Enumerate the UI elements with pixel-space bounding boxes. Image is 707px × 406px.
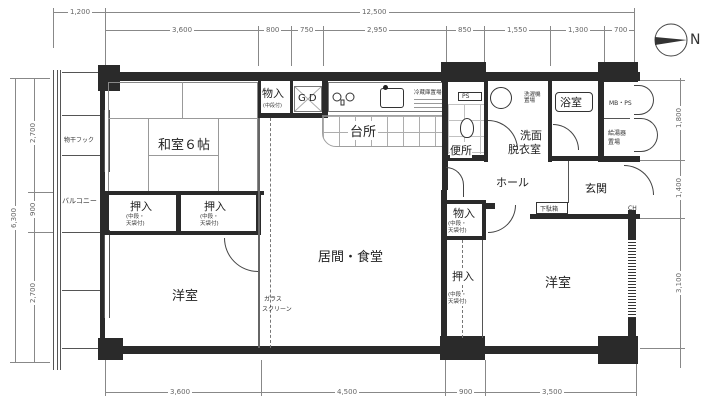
entrance-label: 玄関 xyxy=(585,182,607,195)
washroom-door[interactable] xyxy=(488,120,518,150)
shoe-box xyxy=(536,202,568,214)
dim-left-overall: 6,300 xyxy=(10,205,18,230)
shoe-box-label: 下駄箱 xyxy=(540,206,559,213)
western-left-label: 洋室 xyxy=(172,289,199,304)
stove-icon xyxy=(332,92,355,106)
dim-left-0: 2,700 xyxy=(29,120,37,145)
oshiire-left-note1: (中段・ xyxy=(126,214,145,220)
compass-icon xyxy=(654,23,688,57)
dim-left-1: 900 xyxy=(29,200,37,218)
balcony-label: バルコニー xyxy=(62,197,97,205)
dim-right-2: 3,100 xyxy=(675,270,683,295)
storage-top-label: 物入 xyxy=(262,87,284,100)
glass-screen-label-1: ガラス xyxy=(264,296,282,303)
garbage-disposal: G D xyxy=(294,86,322,112)
dim-bottom-0: 3,600 xyxy=(168,388,193,396)
dim-top-4: 850 xyxy=(456,26,474,34)
washer-label: 洗濯機置場 xyxy=(524,92,541,104)
ps-box xyxy=(458,92,482,101)
dim-1200: 1,200 xyxy=(68,8,93,16)
north-compass: N xyxy=(652,20,700,60)
oshiire-right-note2: 天袋付) xyxy=(448,299,467,306)
storage-hall-label: 物入 xyxy=(453,207,475,220)
dim-top-2: 750 xyxy=(298,26,316,34)
mbps-door[interactable] xyxy=(634,85,654,115)
oshiire-left-label: 押入 xyxy=(130,200,152,213)
dim-bottom-1: 4,500 xyxy=(335,388,360,396)
dim-12500: 12,500 xyxy=(360,8,389,16)
faucet-icon xyxy=(383,85,388,90)
western-right-door[interactable] xyxy=(488,205,516,233)
dim-bottom-2: 900 xyxy=(457,388,475,396)
bathtub xyxy=(555,92,593,112)
toilet-label: 便所 xyxy=(450,142,472,158)
laundry-hook-label: 物干フック xyxy=(64,137,95,144)
washitsu-label: 和室６帖 xyxy=(158,138,211,153)
dim-left-2: 2,700 xyxy=(29,280,37,305)
dim-right-1: 1,400 xyxy=(675,175,683,200)
dim-bottom-3: 3,500 xyxy=(540,388,565,396)
living-label: 居間・食堂 xyxy=(318,250,384,265)
heater-door[interactable] xyxy=(634,118,658,152)
storage-hall-note1: (中段・ xyxy=(448,221,467,227)
sink xyxy=(380,88,404,108)
oshiire-mid-note2: 天袋付) xyxy=(200,221,219,227)
dim-top-6: 1,300 xyxy=(566,26,591,34)
fridge-label: 冷蔵庫置場 xyxy=(414,90,442,96)
dim-top-5: 1,550 xyxy=(505,26,530,34)
dim-top-3: 2,950 xyxy=(365,26,390,34)
kitchen-label: 台所 xyxy=(348,121,379,140)
oshiire-mid-label: 押入 xyxy=(204,200,226,213)
north-label: N xyxy=(690,32,701,48)
dim-top-1: 800 xyxy=(264,26,282,34)
dim-top-7: 700 xyxy=(612,26,630,34)
water-heater-label: 給湯器置場 xyxy=(608,130,627,146)
oshiire-right-label: 押入 xyxy=(452,268,474,284)
toilet-door[interactable] xyxy=(446,167,464,197)
glass-screen-label-2: スクリーン xyxy=(262,306,292,313)
hall-label: ホール xyxy=(496,176,529,189)
storage-hall-note2: 天袋付) xyxy=(448,228,467,234)
storage-top-note: (中段付) xyxy=(263,103,282,109)
western-left-door[interactable] xyxy=(224,238,258,272)
entrance-door[interactable] xyxy=(624,165,654,195)
ch-label: CH xyxy=(628,205,637,212)
ps-label: PS xyxy=(462,93,470,100)
bath-label: 浴室 xyxy=(560,96,582,109)
bath-door[interactable] xyxy=(553,124,579,150)
oshiire-right-note1: (中段・ xyxy=(448,292,467,299)
mbps-label: MB・PS xyxy=(609,100,632,107)
dim-top-0: 3,600 xyxy=(170,26,195,34)
oshiire-left-note2: 天袋付) xyxy=(126,221,145,227)
toilet-fixture xyxy=(460,118,474,138)
oshiire-mid-note1: (中段・ xyxy=(200,214,219,220)
window-right xyxy=(628,240,636,318)
gd-label: G D xyxy=(298,93,317,104)
western-right-label: 洋室 xyxy=(545,276,572,291)
dim-right-0: 1,800 xyxy=(675,105,683,130)
washroom-label-1: 洗面 xyxy=(520,129,542,142)
washbasin xyxy=(490,87,512,109)
